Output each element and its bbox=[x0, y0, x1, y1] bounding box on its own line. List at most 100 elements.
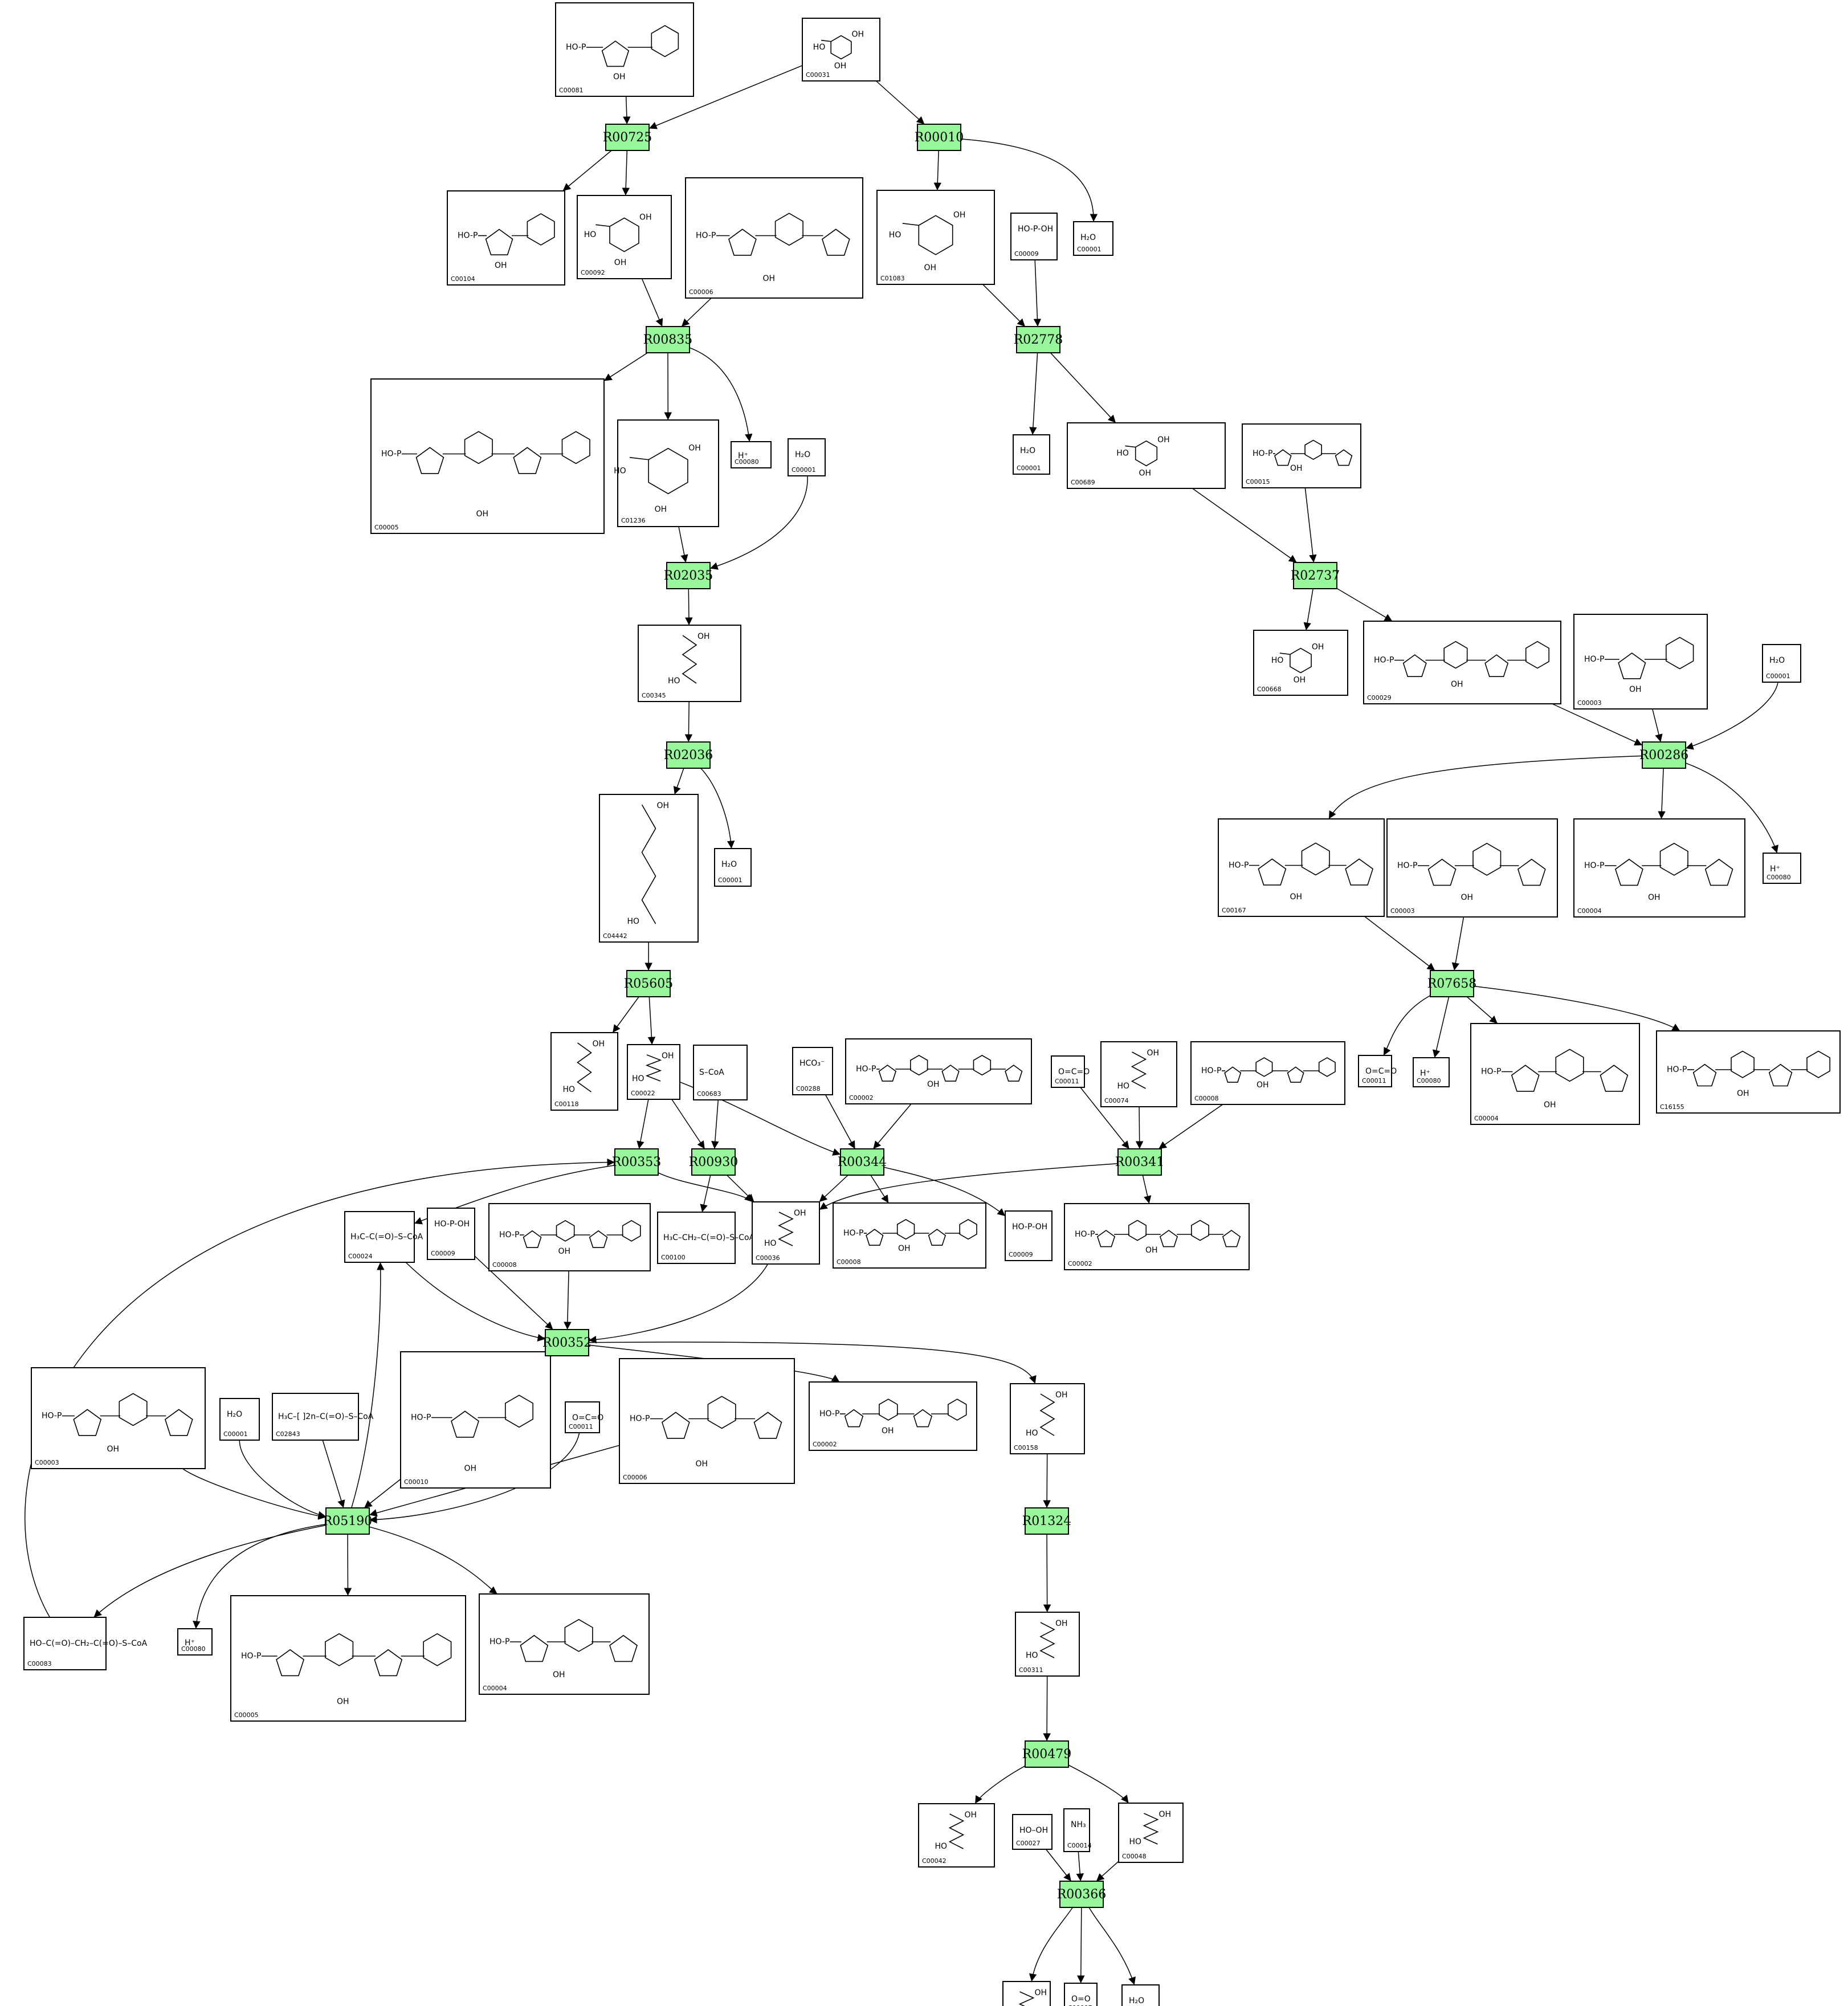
compound-node[interactable]: H⁺C00080 bbox=[731, 441, 772, 468]
compound-node[interactable]: H⁺C00080 bbox=[1413, 1057, 1450, 1087]
reaction-node[interactable]: R00366 bbox=[1057, 1881, 1107, 1908]
reaction-node[interactable]: R02778 bbox=[1014, 326, 1063, 353]
reaction-node[interactable]: R02036 bbox=[664, 741, 713, 769]
compound-node[interactable]: OHHOC00037 bbox=[1002, 1981, 1051, 2006]
reaction-node[interactable]: R00344 bbox=[838, 1148, 887, 1176]
reaction-node[interactable]: R05605 bbox=[624, 970, 674, 997]
reaction-node[interactable]: R00725 bbox=[603, 124, 652, 151]
reaction-node[interactable]: R05190 bbox=[323, 1507, 373, 1535]
reaction-node[interactable]: R01324 bbox=[1022, 1507, 1072, 1535]
compound-nodes: HO-POHC00081HOOHOHC00031HO-POHC00104HOOH… bbox=[23, 2, 1841, 2006]
svg-text:HO-P: HO-P bbox=[1201, 1066, 1221, 1075]
svg-text:HO: HO bbox=[563, 1085, 576, 1094]
reaction-node[interactable]: R00479 bbox=[1022, 1740, 1072, 1768]
reaction-node[interactable]: R00341 bbox=[1115, 1148, 1165, 1176]
compound-node[interactable]: H⁺C00080 bbox=[177, 1628, 213, 1656]
compound-node[interactable]: HCO₃⁻C00288 bbox=[792, 1047, 833, 1095]
reaction-node[interactable]: R00286 bbox=[1639, 741, 1689, 769]
reaction-edge bbox=[875, 80, 925, 125]
svg-text:HO-P: HO-P bbox=[1229, 861, 1249, 870]
reaction-node[interactable]: R02737 bbox=[1291, 562, 1340, 589]
reaction-node[interactable]: R00353 bbox=[612, 1148, 662, 1176]
reaction-node[interactable]: R07658 bbox=[1427, 970, 1477, 997]
reaction-edge bbox=[685, 588, 693, 626]
reaction-node[interactable]: R00835 bbox=[643, 326, 693, 353]
reaction-node[interactable]: R00010 bbox=[915, 124, 964, 151]
reaction-edge bbox=[726, 1175, 754, 1202]
compound-node[interactable]: H⁺C00080 bbox=[1763, 853, 1801, 884]
compound-structure: H₂O bbox=[795, 450, 810, 459]
reaction-node[interactable]: R00352 bbox=[542, 1329, 592, 1356]
svg-text:HO: HO bbox=[1129, 1837, 1142, 1846]
compound-box bbox=[1121, 1984, 1160, 2006]
reaction-edge bbox=[1033, 259, 1042, 327]
reaction-node[interactable]: R02035 bbox=[664, 562, 713, 589]
reaction-node[interactable]: R00930 bbox=[689, 1148, 739, 1176]
compound-box bbox=[555, 2, 694, 97]
reaction-edge bbox=[689, 347, 753, 442]
reaction-edge bbox=[1046, 1849, 1072, 1882]
reaction-edge bbox=[322, 1440, 345, 1508]
compound-node[interactable]: O=OC00007 bbox=[1064, 1983, 1098, 2006]
